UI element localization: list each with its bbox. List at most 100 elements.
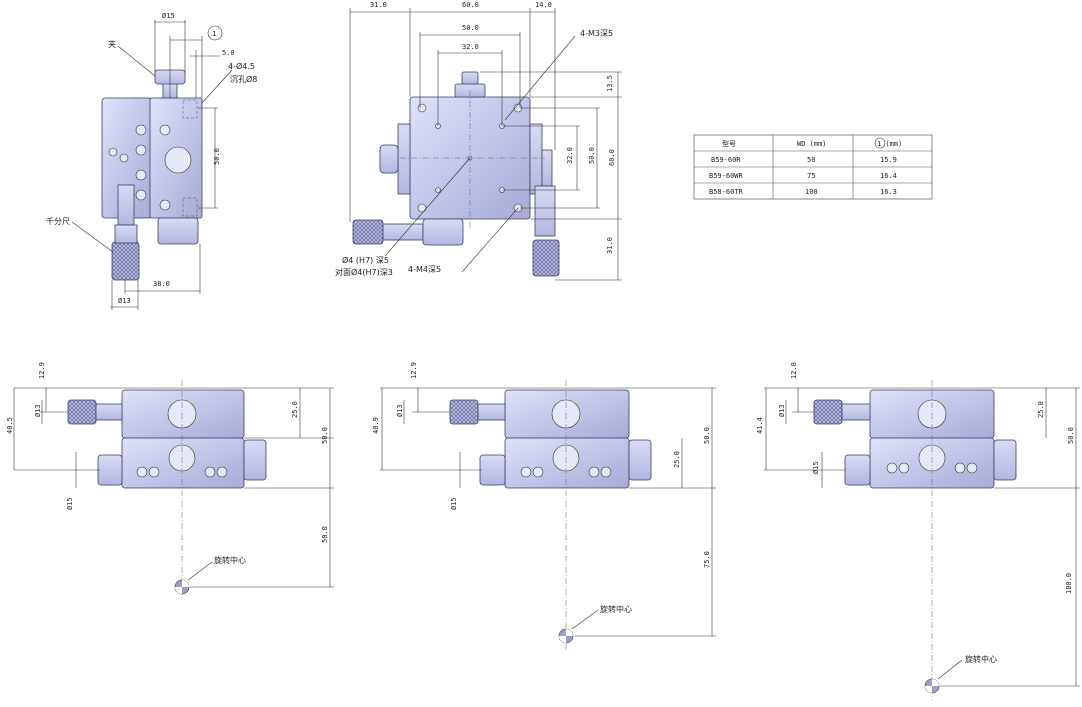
dim-d38: 38.0 [153, 280, 170, 288]
top-micrometer-sleeve [382, 223, 424, 241]
top-right-sleeve [534, 185, 556, 237]
rotation-center-label: 旋转中心 [965, 654, 997, 664]
pin-hole-opposite-label: 对面Ø4(H7)深3 [335, 267, 393, 277]
rotation-center-quadrant [175, 587, 182, 594]
dim-top-50: 50.0 [462, 24, 479, 32]
table-cell: 100 [805, 188, 818, 196]
micrometer-sleeve [117, 184, 135, 226]
dim-41-4: 41.4 [756, 417, 764, 434]
leader [571, 609, 599, 630]
dim-12-9: 12.9 [38, 362, 46, 379]
front-view-2: 12.9 40.9 Ø13 Ø15 25.0 50.0 75.0 旋转中心 [372, 362, 716, 650]
dim-d13: Ø13 [34, 404, 42, 417]
front-hole [204, 466, 216, 478]
front-side-block [993, 439, 1017, 481]
dim-top-32: 32.0 [462, 43, 479, 51]
top-side-rail [529, 123, 543, 195]
front-micrometer-thimble [67, 399, 97, 425]
front-lock-knob [97, 454, 123, 486]
dim-top-13-5: 13.5 [606, 75, 614, 92]
top-clamp-knob [461, 71, 479, 85]
table-cell: 75 [807, 172, 815, 180]
dim-d15: Ø15 [162, 12, 175, 20]
rotation-center-quadrant [559, 636, 566, 643]
top-hole [417, 203, 427, 213]
side-hole [135, 189, 147, 201]
front-hole [886, 462, 898, 474]
spec-table: 型号 WD (mm) 1 (mm) B59-60R 50 15.9 B59-60… [693, 134, 933, 200]
dim-25: 25.0 [1037, 401, 1045, 418]
leader [71, 221, 114, 253]
dim-40-9: 40.9 [372, 417, 380, 434]
micrometer-thimble [111, 241, 140, 281]
circle-ref-marker [207, 25, 223, 41]
top-hole [435, 187, 441, 193]
front-hole [600, 466, 612, 478]
leader [461, 207, 519, 273]
side-view: 夹 千分尺 4-Ø4.5 沉孔Ø8 Ø15 1 5.0 50.0 38.0 [46, 12, 257, 310]
circle-ref-label: 1 [212, 30, 216, 38]
leader [937, 659, 963, 680]
side-hole [159, 124, 171, 136]
leader [187, 561, 213, 581]
leader [201, 69, 233, 104]
front-hole [520, 466, 532, 478]
front-hole [588, 466, 600, 478]
rotation-center-quadrant [566, 629, 573, 636]
side-hole [119, 153, 129, 163]
top-micrometer-thimble [352, 219, 384, 245]
dim-50: 50.0 [321, 427, 329, 444]
dim-75: 75.0 [703, 551, 711, 568]
table-cell: 16.4 [880, 172, 897, 180]
table-cell: 15.9 [880, 156, 897, 164]
front-hole [136, 466, 148, 478]
counterbore-holes-label: 4-Ø4.5 [228, 61, 255, 71]
dim-top-60v: 60.0 [608, 149, 616, 166]
rotation-center-label: 旋转中心 [600, 604, 632, 614]
dim-d15: Ø15 [66, 497, 74, 510]
counterbore-note-label: 沉孔Ø8 [230, 74, 257, 84]
hidden-counterbore [182, 197, 198, 217]
leader [384, 157, 471, 257]
top-view: 31.0 60.0 14.0 50.0 32.0 13.5 50.0 32.0 … [335, 1, 622, 281]
dim-d15: Ø15 [812, 461, 820, 474]
top-right-mount [541, 149, 553, 187]
front-hole [954, 462, 966, 474]
dim-top-50v: 50.0 [588, 147, 596, 164]
top-right-thimble [532, 239, 560, 277]
front-hole [532, 466, 544, 478]
leader [504, 35, 576, 121]
front-lock-knob [479, 454, 506, 486]
front-view-3: 12.8 41.4 Ø13 Ø15 25.0 50.0 100.0 旋转中心 [756, 362, 1080, 700]
dim-d15: Ø15 [450, 497, 458, 510]
table-cell: B59-60WR [709, 172, 744, 180]
top-side-rail [397, 123, 411, 195]
top-m3-label: 4-M3深5 [580, 29, 613, 38]
table-header: WD (mm) [797, 140, 827, 148]
micrometer-label: 千分尺 [46, 216, 70, 226]
dim-d50: 50.0 [213, 148, 221, 165]
table-cell: B59-60R [711, 156, 741, 164]
top-hole [417, 103, 427, 113]
dim-12-9: 12.9 [410, 362, 418, 379]
side-hole [108, 147, 118, 157]
dim-d13: Ø13 [396, 404, 404, 417]
front-hole [216, 466, 228, 478]
rotation-center-quadrant [182, 580, 189, 587]
dim-d5: 5.0 [222, 49, 235, 57]
micrometer-collar [114, 224, 138, 244]
leader [117, 45, 156, 77]
dim-25: 25.0 [673, 451, 681, 468]
front-side-block [628, 439, 652, 481]
dim-d13: Ø13 [778, 404, 786, 417]
top-micrometer-mount [422, 218, 464, 246]
front-hole [898, 462, 910, 474]
bottom-m4-label: 4-M4深5 [408, 265, 441, 274]
front-hole [148, 466, 160, 478]
front-micrometer-sleeve [95, 403, 123, 421]
front-view-1: 12.9 40.5 Ø13 Ø15 25.0 50.0 50.0 旋转中心 [6, 362, 334, 600]
dim-100: 100.0 [1065, 573, 1073, 594]
table-header: 1 (mm) [877, 140, 902, 148]
side-hole [135, 124, 147, 136]
